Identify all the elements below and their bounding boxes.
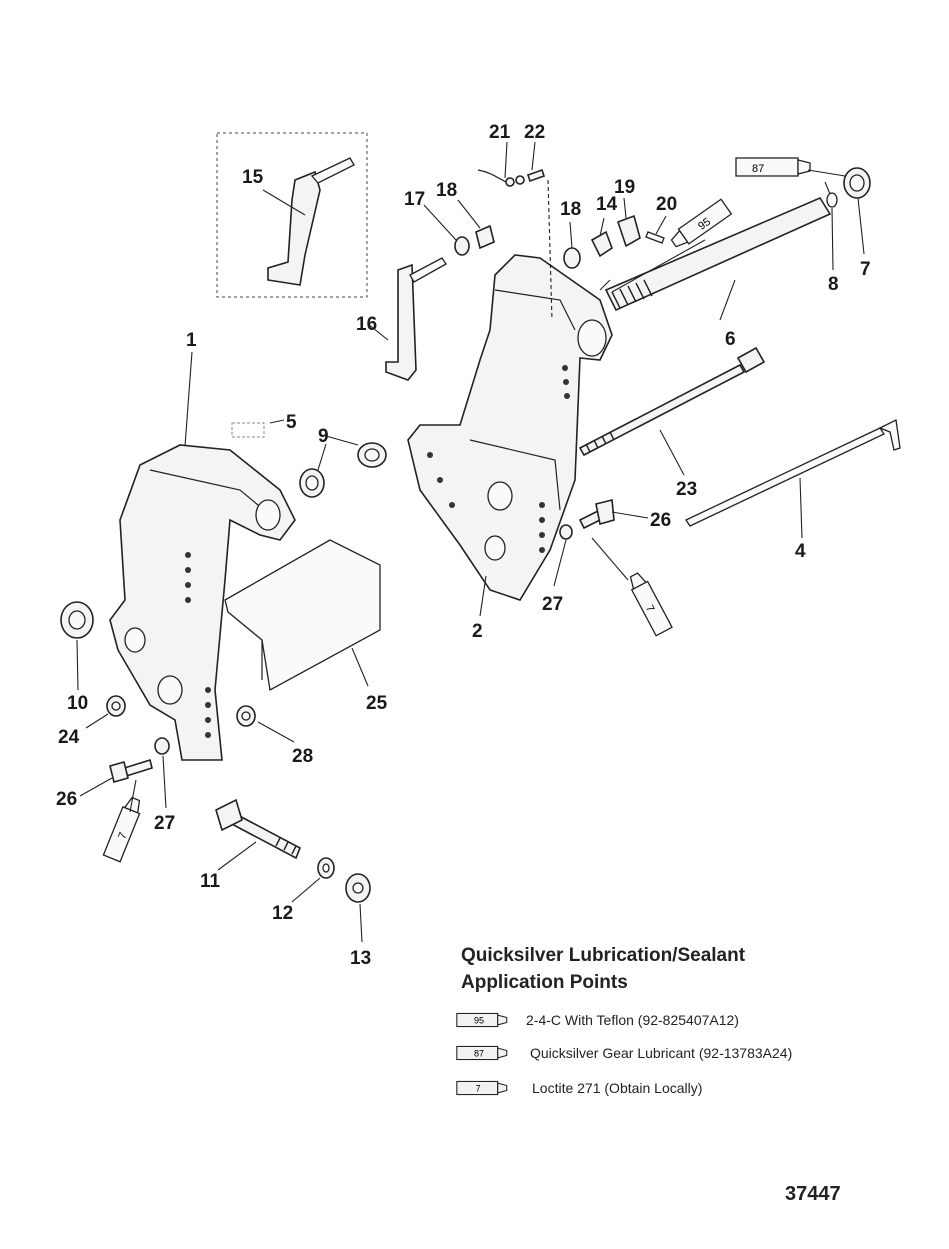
tube-7-icon-label: 7 [476, 1083, 481, 1093]
legend-text-87: Quicksilver Gear Lubricant (92-13783A24) [530, 1045, 793, 1061]
callout-13: 13 [350, 948, 371, 969]
parts-14-18-19-20-cluster [563, 214, 665, 269]
tube-7-left-label: 7 [116, 831, 129, 841]
part-21-22-spring-pin [477, 168, 546, 187]
part-23-through-bolt [578, 346, 766, 457]
tube-95-label: 95 [696, 216, 713, 233]
callout-11: 11 [200, 871, 221, 892]
callout-24: 24 [58, 727, 80, 748]
legend-title-line1: Quicksilver Lubrication/Sealant [461, 945, 746, 966]
part-8-o-ring [826, 192, 838, 208]
callout-numbers: 1 2 4 5 6 7 8 9 10 11 12 13 14 15 16 17 … [56, 122, 871, 969]
tube-7-right-diagram: 7 [629, 572, 673, 637]
legend-text-7: Loctite 271 (Obtain Locally) [532, 1080, 703, 1096]
part-2-transom-bracket [407, 254, 613, 601]
callout-7: 7 [860, 259, 871, 280]
part-15-tilt-lever [267, 157, 355, 286]
tube-7-icon: 7 [456, 1080, 508, 1096]
callout-23: 23 [676, 479, 697, 500]
callout-18-right: 18 [560, 199, 581, 220]
callout-14: 14 [596, 194, 618, 215]
tube-87-diagram: 87 [735, 157, 811, 177]
callout-12: 12 [272, 903, 293, 924]
callout-2: 2 [472, 621, 483, 642]
callout-9: 9 [318, 426, 329, 447]
tube-95-icon: 95 [456, 1012, 508, 1028]
tube-7-left-diagram: 7 [102, 796, 141, 863]
legend-text-95: 2-4-C With Teflon (92-825407A12) [526, 1012, 739, 1028]
callout-21: 21 [489, 122, 511, 143]
part-9-washers [299, 442, 387, 498]
legend-item-95: 95 2-4-C With Teflon (92-825407A12) [456, 1008, 739, 1032]
part-24-nut [106, 695, 126, 717]
part-26-27-right-bolt [559, 498, 615, 540]
callout-26-left: 26 [56, 789, 77, 810]
part-17-washer [454, 236, 470, 256]
legend-title-line2: Application Points [461, 972, 628, 993]
tube-87-icon-label: 87 [474, 1048, 484, 1058]
tube-95-icon-label: 95 [474, 1015, 484, 1025]
legend-item-7: 7 Loctite 271 (Obtain Locally) [456, 1076, 702, 1100]
callout-16: 16 [356, 314, 377, 335]
callout-10: 10 [67, 693, 88, 714]
callout-15: 15 [242, 167, 264, 188]
part-16-tilt-pin [385, 257, 447, 381]
callout-28: 28 [292, 746, 313, 767]
callout-27-left: 27 [154, 813, 175, 834]
part-18-spacer [475, 224, 495, 250]
callout-1: 1 [186, 330, 197, 351]
part-5-placeholder [231, 422, 265, 438]
tube-87-label: 87 [752, 163, 764, 175]
part-7-nut [843, 167, 871, 199]
tube-87-icon: 87 [456, 1045, 508, 1061]
callout-25: 25 [366, 693, 388, 714]
part-12-washer [317, 857, 335, 879]
callout-20: 20 [656, 194, 677, 215]
part-10-nut [60, 601, 94, 639]
callout-18-left: 18 [436, 180, 457, 201]
callout-17: 17 [404, 189, 425, 210]
part-1-swivel-bracket [109, 444, 296, 761]
leader-lines [76, 141, 865, 943]
callout-22: 22 [524, 122, 545, 143]
callout-8: 8 [828, 274, 839, 295]
callout-4: 4 [795, 541, 806, 562]
part-6-tilt-tube [604, 196, 832, 312]
tube-95-diagram: 95 [670, 198, 733, 248]
part-15-inset-box [216, 132, 368, 298]
callout-19: 19 [614, 177, 635, 198]
part-25-plate [224, 539, 381, 692]
callout-27-right: 27 [542, 594, 563, 615]
callout-6: 6 [725, 329, 736, 350]
part-11-bolt [215, 798, 302, 860]
part-28-nut [236, 705, 256, 727]
legend-title: Quicksilver Lubrication/Sealant Applicat… [461, 942, 745, 996]
part-13-nut [345, 873, 371, 903]
tube-7-right-label: 7 [643, 603, 656, 614]
part-4-tilt-stop-rod [685, 419, 901, 527]
figure-number: 37447 [785, 1183, 841, 1205]
legend-item-87: 87 Quicksilver Gear Lubricant (92-13783A… [456, 1041, 792, 1065]
callout-26-right: 26 [650, 510, 671, 531]
part-26-27-left-bolt [109, 737, 170, 783]
callout-5: 5 [286, 412, 297, 433]
